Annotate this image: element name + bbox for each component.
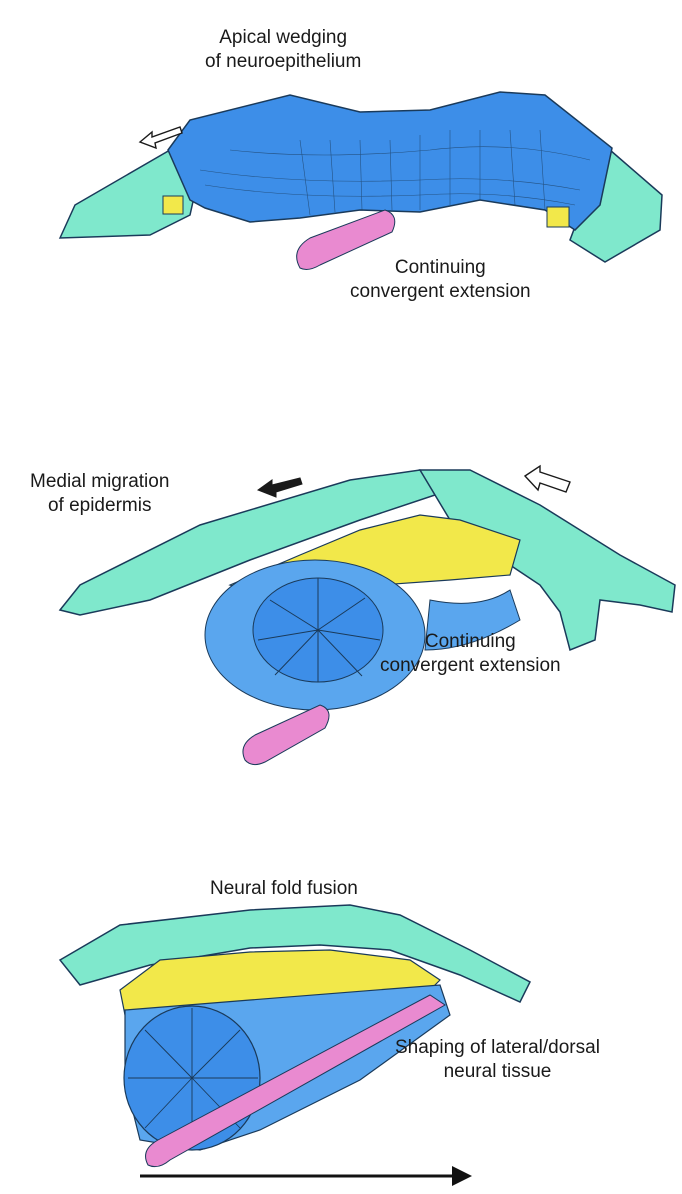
stage3-right-line2: neural tissue bbox=[395, 1060, 600, 1084]
stage3-right-label: Shaping of lateral/dorsal neural tissue bbox=[395, 1036, 600, 1084]
stage3-axis-arrowhead-icon bbox=[452, 1166, 472, 1186]
stage3-right-line1: Shaping of lateral/dorsal bbox=[395, 1036, 600, 1060]
